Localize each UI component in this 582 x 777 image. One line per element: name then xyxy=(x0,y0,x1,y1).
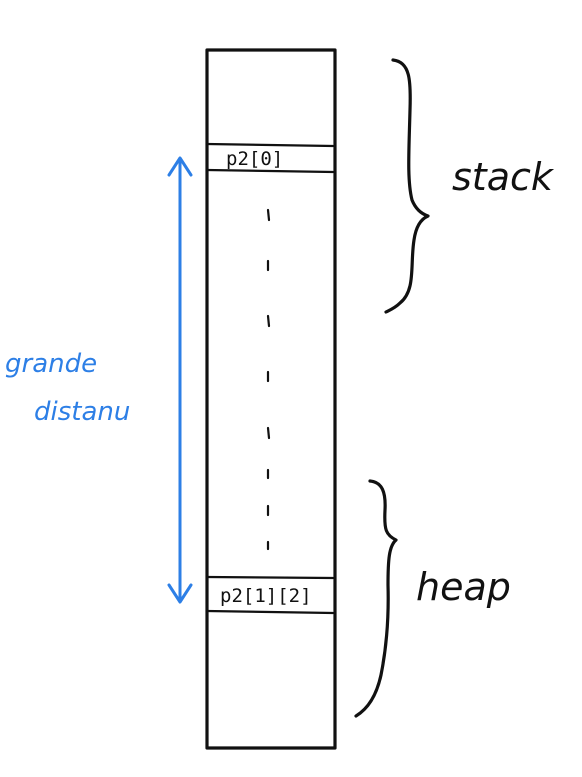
heap-brace xyxy=(354,479,398,718)
distance-arrow xyxy=(167,156,193,604)
heap-label: heap xyxy=(416,565,511,609)
annotation-line-1: grande xyxy=(5,349,97,379)
top-cell-label: p2[0] xyxy=(226,148,283,170)
bottom-cell-label: p2[1][2] xyxy=(220,585,312,607)
bottom-cell-lower-border xyxy=(205,609,335,615)
stack-brace xyxy=(384,58,430,314)
ellipsis-dashes xyxy=(266,208,271,551)
arrow-up-head xyxy=(167,156,193,177)
dash xyxy=(266,208,271,222)
top-cell-lower-border xyxy=(205,168,335,174)
dash xyxy=(266,426,271,440)
bottom-cell-upper-border xyxy=(205,575,335,580)
arrow-down-head xyxy=(167,583,193,604)
annotation-line-2: distanu xyxy=(34,397,130,427)
memory-column xyxy=(205,48,337,750)
top-cell-upper-border xyxy=(205,142,335,148)
stack-label: stack xyxy=(452,155,555,199)
dash xyxy=(266,314,271,328)
